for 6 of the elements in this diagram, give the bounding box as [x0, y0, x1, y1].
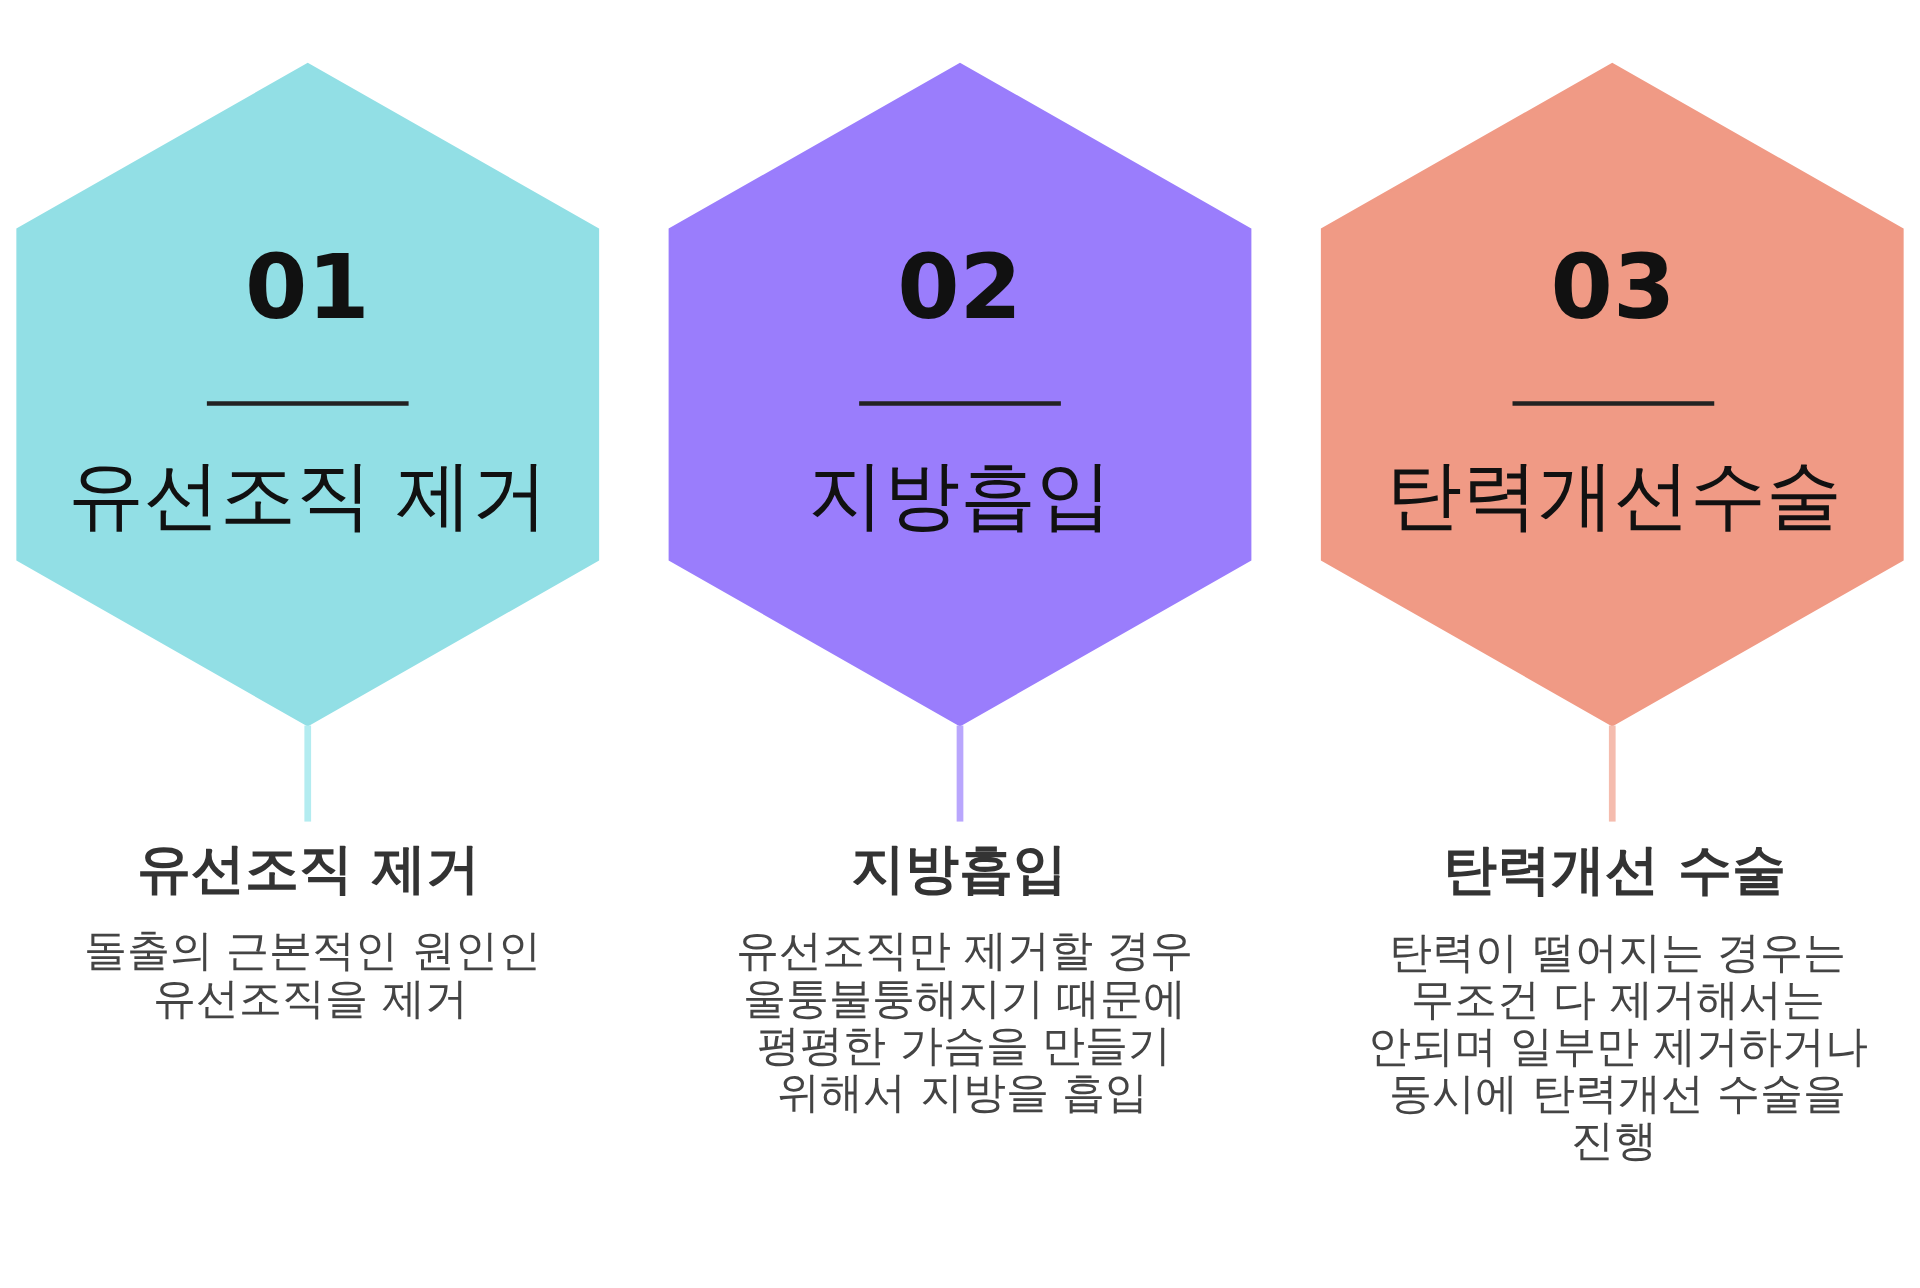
- connector: [304, 725, 312, 822]
- connector: [1608, 725, 1616, 822]
- node-text: 유선조직 제거 돌출의 근본적인 원인인 유선조직을 제거: [83, 836, 541, 1023]
- node-text: 지방흡입 유선조직만 제거할 경우 울퉁불퉁해지기 때문에 평평한 가슴을 만들기 위해서 지방을 흡입: [735, 836, 1193, 1117]
- node-text: 탄력개선 수술 탄력이 떨어지는 경우는 무조건 다 제거해서는 안되며 일부만 제거하거나 동시에 탄력개선 수술을 진행: [1367, 837, 1869, 1165]
- connector: [956, 725, 964, 822]
